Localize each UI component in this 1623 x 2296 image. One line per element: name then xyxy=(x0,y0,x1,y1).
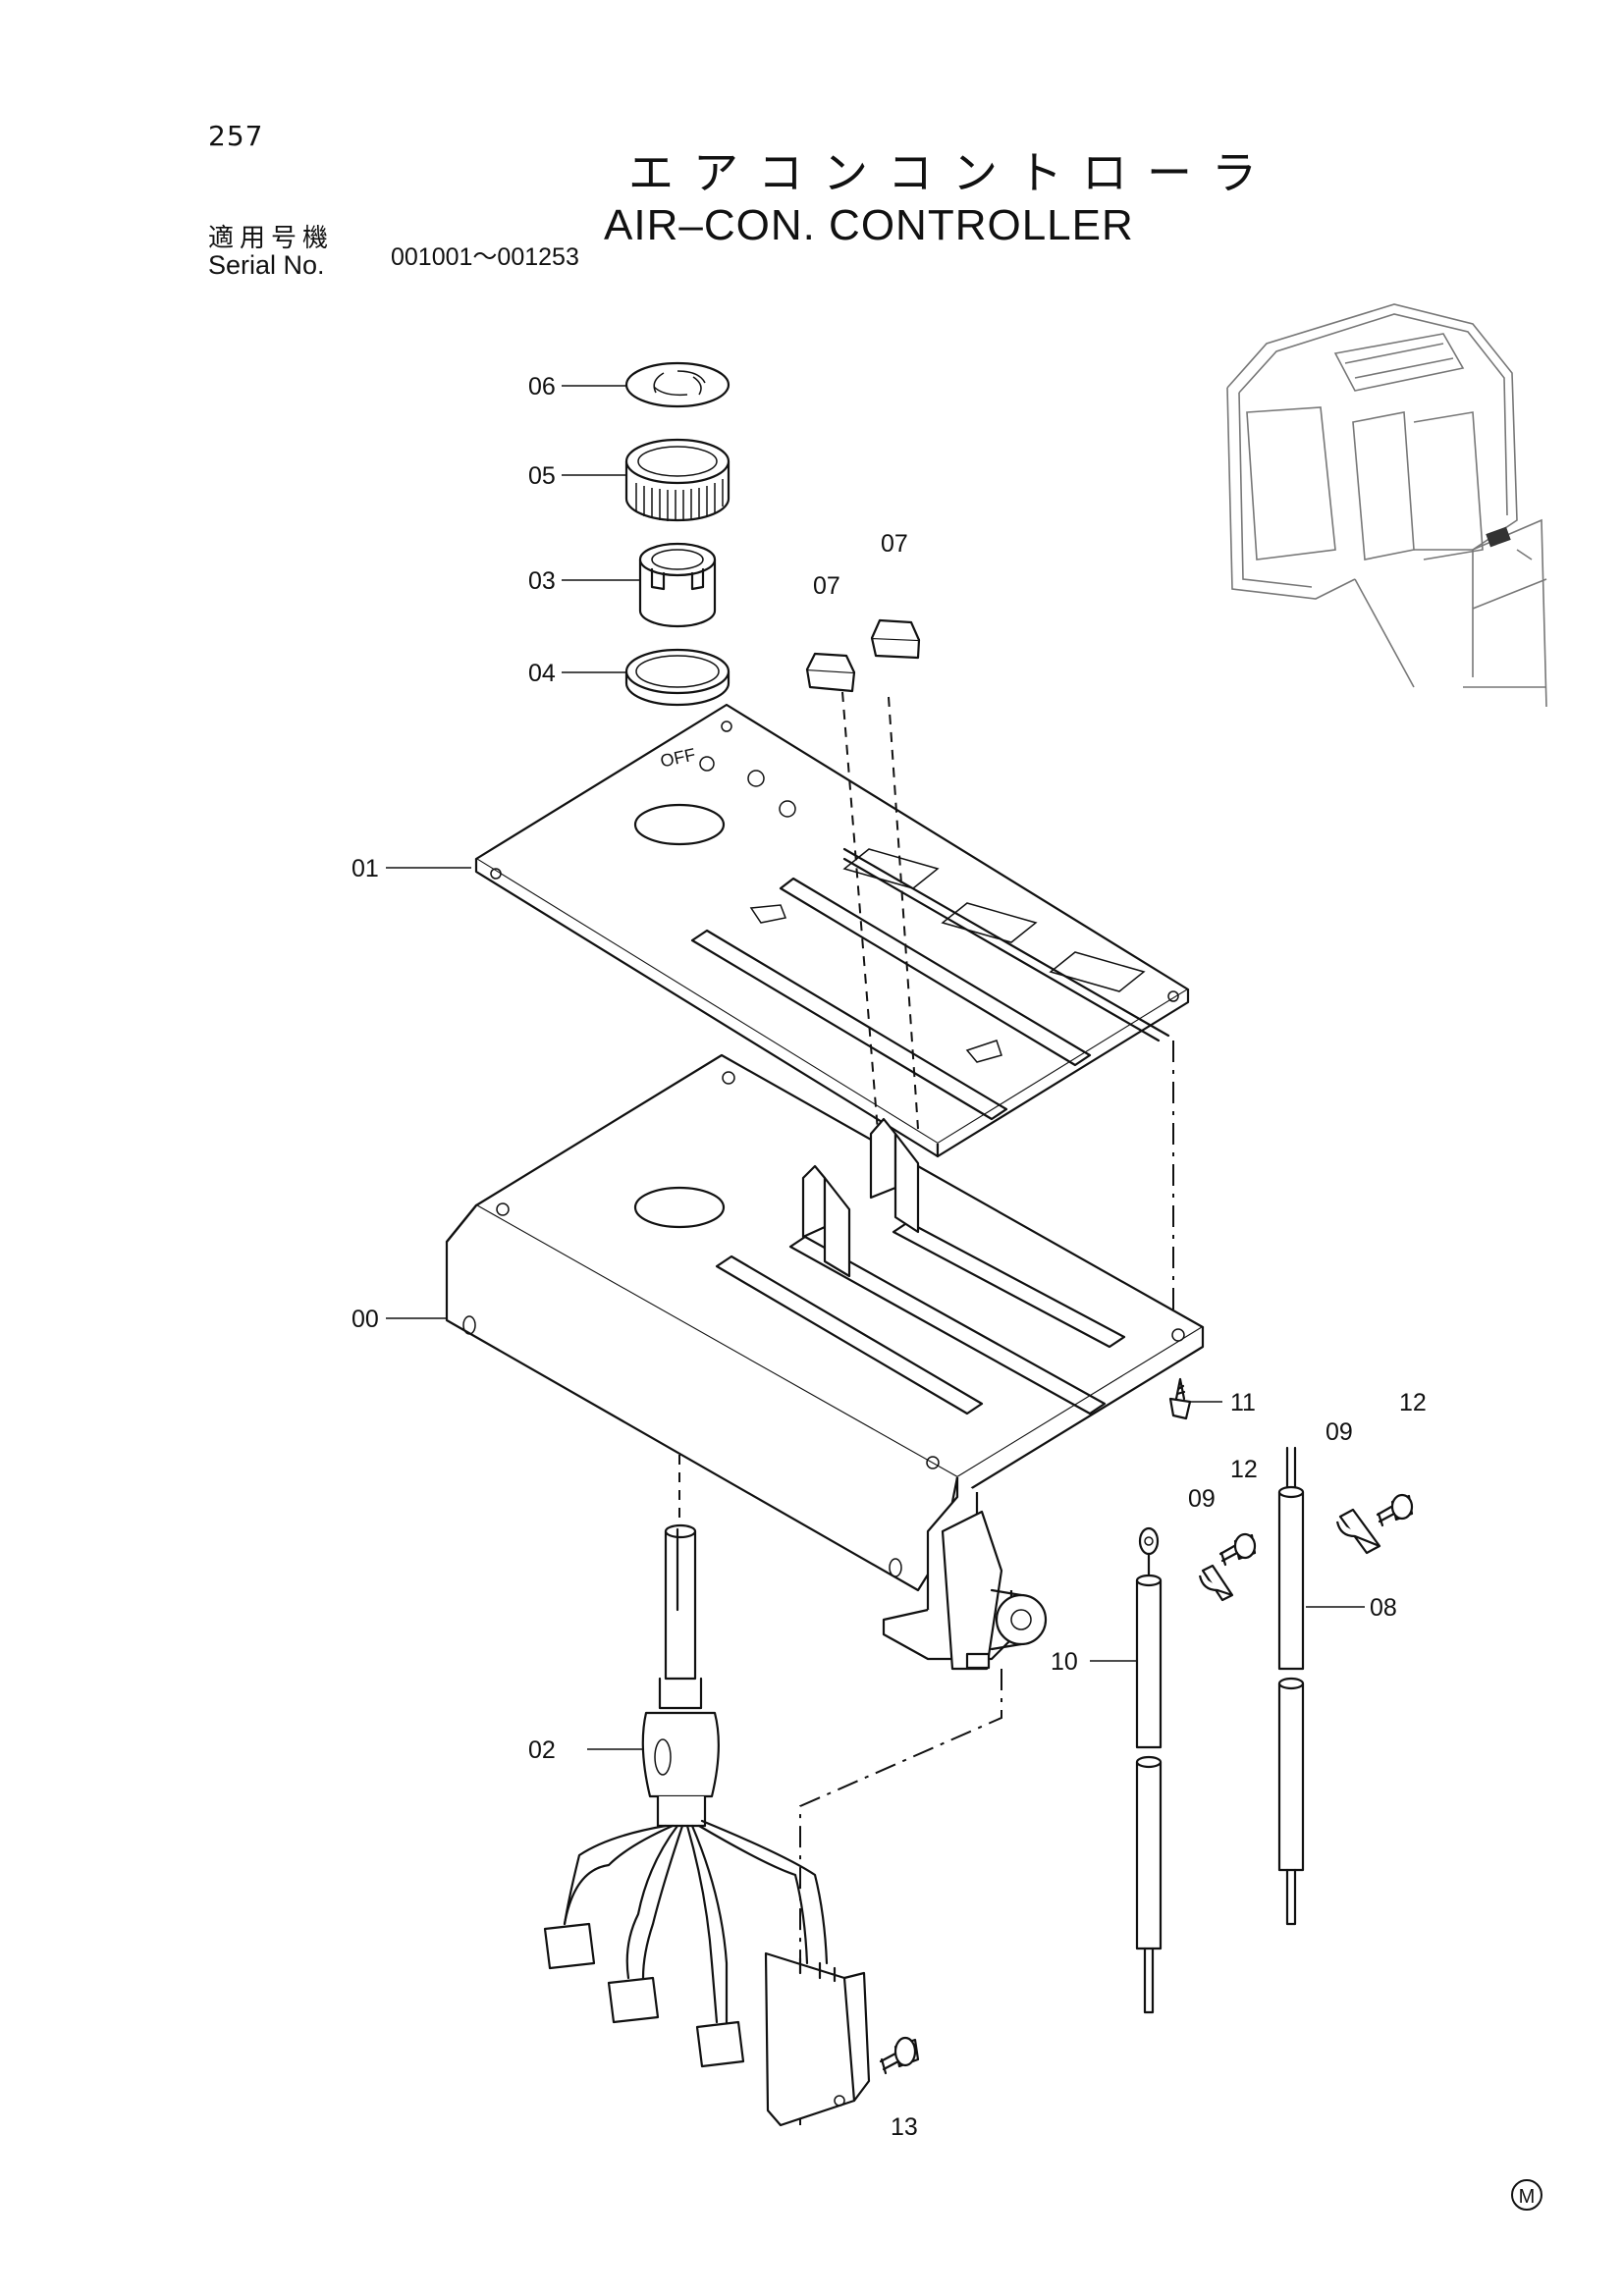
callout-04: 04 xyxy=(528,660,556,687)
part-callouts: 06 05 03 04 07 07 01 00 02 11 12 09 12 0… xyxy=(352,373,1427,2141)
serial-range: 001001～001253 xyxy=(391,243,579,271)
callout-08: 08 xyxy=(1370,1594,1397,1622)
part-12-screws xyxy=(1218,1493,1414,1567)
cab-location-inset xyxy=(1226,303,1547,708)
serial-label-japanese: 適用号機 xyxy=(208,224,335,253)
part-10-control-rod xyxy=(1135,1526,1163,2014)
callout-12-left: 12 xyxy=(1230,1456,1258,1483)
m-mark: M xyxy=(1511,2179,1542,2211)
part-06-knob-cap xyxy=(624,361,730,408)
part-07-slider-knobs xyxy=(805,618,921,693)
title-english: AIR–CON. CONTROLLER xyxy=(604,201,1134,249)
title-japanese: エアコンコントローラ xyxy=(628,146,1276,199)
page-number: 257 xyxy=(208,120,264,152)
part-04-ring xyxy=(624,648,730,707)
part-05-knob xyxy=(624,438,730,522)
callout-00: 00 xyxy=(352,1306,379,1333)
callout-09-right: 09 xyxy=(1325,1418,1353,1446)
callout-02: 02 xyxy=(528,1736,556,1764)
callout-13: 13 xyxy=(891,2113,918,2141)
serial-label-english: Serial No. xyxy=(208,250,325,280)
part-11-nut xyxy=(1168,1377,1192,1420)
callout-07-right: 07 xyxy=(881,530,908,558)
part-08-control-rod xyxy=(1277,1446,1305,1926)
callout-10: 10 xyxy=(1051,1648,1078,1676)
callout-07-left: 07 xyxy=(813,572,840,600)
part-09-clamps xyxy=(1198,1508,1381,1602)
part-01-top-panel: OFF xyxy=(474,703,1190,1158)
callout-09-left: 09 xyxy=(1188,1485,1216,1513)
callout-12-right: 12 xyxy=(1399,1389,1427,1416)
callout-11: 11 xyxy=(1230,1389,1256,1416)
callout-03: 03 xyxy=(528,567,556,595)
part-00-base-bracket xyxy=(445,1053,1205,1671)
m-mark-letter: M xyxy=(1519,2186,1536,2208)
part-13-screw xyxy=(879,2036,920,2075)
callout-05: 05 xyxy=(528,462,556,490)
callout-01: 01 xyxy=(352,855,379,882)
part-02-switch-harness xyxy=(543,1523,871,2127)
part-03-collar xyxy=(638,542,717,628)
leader-lines xyxy=(386,385,1365,1750)
callout-06: 06 xyxy=(528,373,556,400)
